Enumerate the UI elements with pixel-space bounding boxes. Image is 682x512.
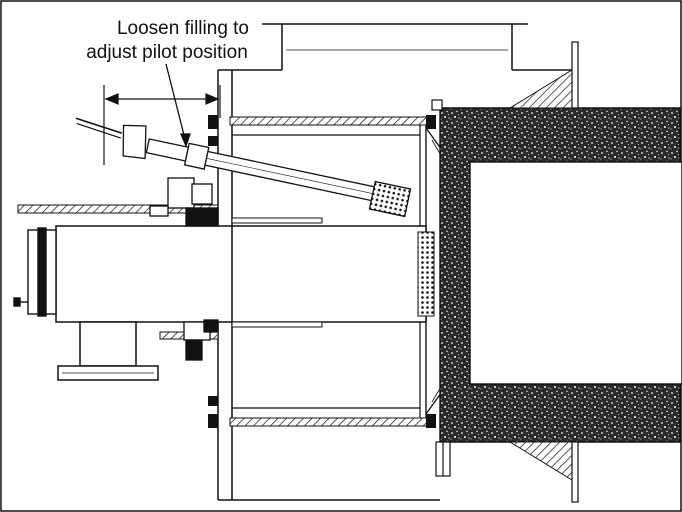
- combustion-chamber-opening: [469, 161, 682, 385]
- annotation-leader: [165, 63, 191, 148]
- top-duct: [232, 23, 575, 71]
- burner-tube: [55, 225, 427, 323]
- bolts-upper: [208, 115, 436, 146]
- top-stub: [431, 99, 443, 111]
- inlet-pipe-bottom: [57, 321, 159, 381]
- upper-bracket: [231, 217, 323, 224]
- pilot-flame-screen: [368, 180, 412, 218]
- pilot-assembly: [75, 117, 385, 204]
- lower-bracket: [231, 321, 323, 328]
- dimension-arrow: [103, 85, 221, 165]
- drain-stub: [435, 441, 451, 477]
- annotation-line-2: adjust pilot position: [86, 42, 248, 63]
- pilot-fittings: [149, 177, 219, 361]
- burner-nozzle-tip: [417, 231, 435, 317]
- upper-support-plate: [571, 41, 579, 109]
- lower-support-plate: [571, 441, 579, 503]
- inlet-flange-left: [13, 227, 57, 317]
- bolts-lower: [208, 396, 436, 428]
- lower-gusset: [508, 441, 573, 481]
- upper-gusset: [508, 69, 573, 109]
- upper-flange: [229, 116, 431, 126]
- lower-flange: [229, 417, 431, 427]
- annotation-line-1: Loosen filling to: [117, 18, 249, 39]
